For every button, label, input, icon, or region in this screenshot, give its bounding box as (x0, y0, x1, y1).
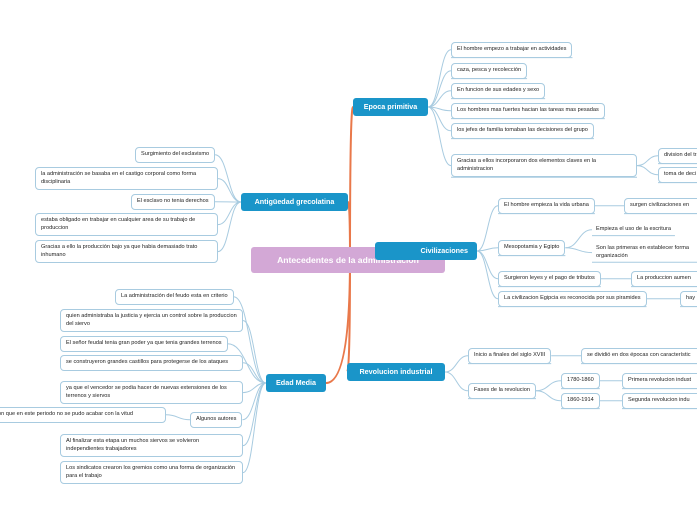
link-leaf-civ-1 (476, 247, 499, 252)
leaf-rev-fase-sub-1[interactable]: Segunda revolucion indu (622, 393, 697, 409)
link-leaf-epoca-2 (427, 90, 452, 108)
link-leaf-media-3 (242, 362, 267, 384)
leaf-epoca-5[interactable]: Gracias a ellos incorporaron dos element… (451, 154, 637, 178)
leaf-civ-2[interactable]: Surgieron leyes y el pago de tributos (498, 271, 601, 287)
link-leaf-civ-0 (476, 205, 499, 252)
leaf-media-1[interactable]: quien administraba la justicia y ejercia… (60, 309, 243, 333)
leaf-civ-1[interactable]: Mesopotamia y Egipto (498, 240, 566, 256)
leaf-media-4[interactable]: ya que el vencedor se podia hacer de nue… (60, 381, 243, 405)
link-leaf-media-autores-sub (165, 414, 191, 421)
link-leaf-media-1 (242, 320, 267, 384)
link-leaf-antiguedad-3 (217, 201, 242, 226)
link-leaf-civ-3 (476, 250, 499, 300)
leaf-rev-inicio-sub[interactable]: se dividió en dos épocas con característ… (581, 348, 697, 364)
link-leaf-antiguedad-1 (217, 178, 242, 203)
leaf-rev-fase-1[interactable]: 1860-1914 (561, 393, 600, 409)
leaf-antiguedad-4[interactable]: Gracias a ello la producción bajo ya que… (35, 240, 218, 264)
link-leaf-rev-fase-0 (535, 380, 562, 392)
leaf-rev-fase-0[interactable]: 1780-1860 (561, 373, 600, 389)
leaf-media-7[interactable]: Los sindicatos crearon los gremios como … (60, 461, 243, 485)
link-leaf-epoca-sub-0 (636, 155, 659, 167)
leaf-antiguedad-3[interactable]: estaba obligado en trabajar en cualquier… (35, 213, 218, 237)
leaf-civ-piramides-sub[interactable]: hay (680, 291, 697, 307)
link-leaf-civ-meso-sub-1 (565, 247, 593, 254)
leaf-civ-urbana-sub[interactable]: surgen civilizaciones en (624, 198, 697, 214)
link-leaf-epoca-1 (427, 70, 452, 108)
leaf-media-5[interactable]: Algunos autores (190, 412, 243, 428)
leaf-media-0[interactable]: La administración del feudo esta en crit… (115, 289, 234, 305)
leaf-epoca-1[interactable]: caza, pesca y recolección (451, 63, 528, 79)
branch-revolucion[interactable]: Revolucion industrial (347, 363, 445, 381)
leaf-epoca-3[interactable]: Los hombres mas fuertes hacian las tarea… (451, 103, 605, 119)
link-leaf-media-7 (242, 382, 267, 474)
leaf-rev-fase-sub-0[interactable]: Primera revolucion indust (622, 373, 697, 389)
link-leaf-rev-0 (444, 355, 469, 373)
link-leaf-epoca-5 (427, 106, 452, 167)
leaf-antiguedad-1[interactable]: la administración se basaba en el castig… (35, 167, 218, 191)
leaf-media-6[interactable]: Al finalizar esta etapa un muchos siervo… (60, 434, 243, 458)
leaf-epoca-0[interactable]: El hombre empezo a trabajar en actividad… (451, 42, 573, 58)
leaf-civ-meso-sub-1[interactable]: Son las primeras en establecer forma org… (596, 245, 689, 259)
branch-edad-media[interactable]: Edad Media (266, 374, 326, 392)
leaf-media-autores-sub[interactable]: on que en este periodo no se pudo acabar… (0, 407, 166, 423)
branch-epoca-primitiva[interactable]: Epoca primitiva (353, 98, 428, 116)
leaf-media-3[interactable]: se construyeron grandes castillos para p… (60, 355, 243, 371)
leaf-civ-3[interactable]: La civilizacion Egipcia es reconocida po… (498, 291, 647, 307)
leaf-rev-1[interactable]: Fases de la revolucion (468, 383, 536, 399)
link-leaf-media-0 (233, 296, 267, 384)
leaf-epoca-4[interactable]: los jefes de familia tomaban las decisio… (451, 123, 594, 139)
link-leaf-rev-1 (444, 371, 469, 392)
link-leaf-epoca-0 (427, 49, 452, 108)
branch-civilizaciones[interactable]: Civilizaciones (375, 242, 477, 260)
leaf-epoca-2[interactable]: En funcion de sus edades y sexo (451, 83, 546, 99)
leaf-epoca-sub-0[interactable]: division del tra (658, 148, 697, 164)
link-leaf-antiguedad-4 (217, 201, 242, 253)
leaf-civ-tributos-sub[interactable]: La produccion aumen (631, 271, 697, 287)
leaf-civ-meso-sub-0[interactable]: Empieza el uso de la escritura (596, 226, 671, 232)
leaf-rev-0[interactable]: Inicio a finales del siglo XVIII (468, 348, 552, 364)
link-leaf-antiguedad-0 (214, 154, 242, 203)
leaf-antiguedad-0[interactable]: Surgimiento del esclavismo (135, 147, 216, 163)
branch-antiguedad[interactable]: Antigüedad grecolatina (241, 193, 348, 211)
leaf-epoca-sub-1[interactable]: toma de deci (658, 167, 697, 183)
leaf-antiguedad-2[interactable]: El esclavo no tenia derechos (131, 194, 215, 210)
link-leaf-rev-fase-1 (535, 390, 562, 402)
leaf-media-2[interactable]: El señor feudal tenia gran poder ya que … (60, 336, 228, 352)
link-leaf-civ-meso-sub-0 (565, 229, 593, 249)
link-leaf-epoca-sub-1 (636, 165, 659, 176)
leaf-civ-0[interactable]: El hombre empieza la vida urbana (498, 198, 595, 214)
